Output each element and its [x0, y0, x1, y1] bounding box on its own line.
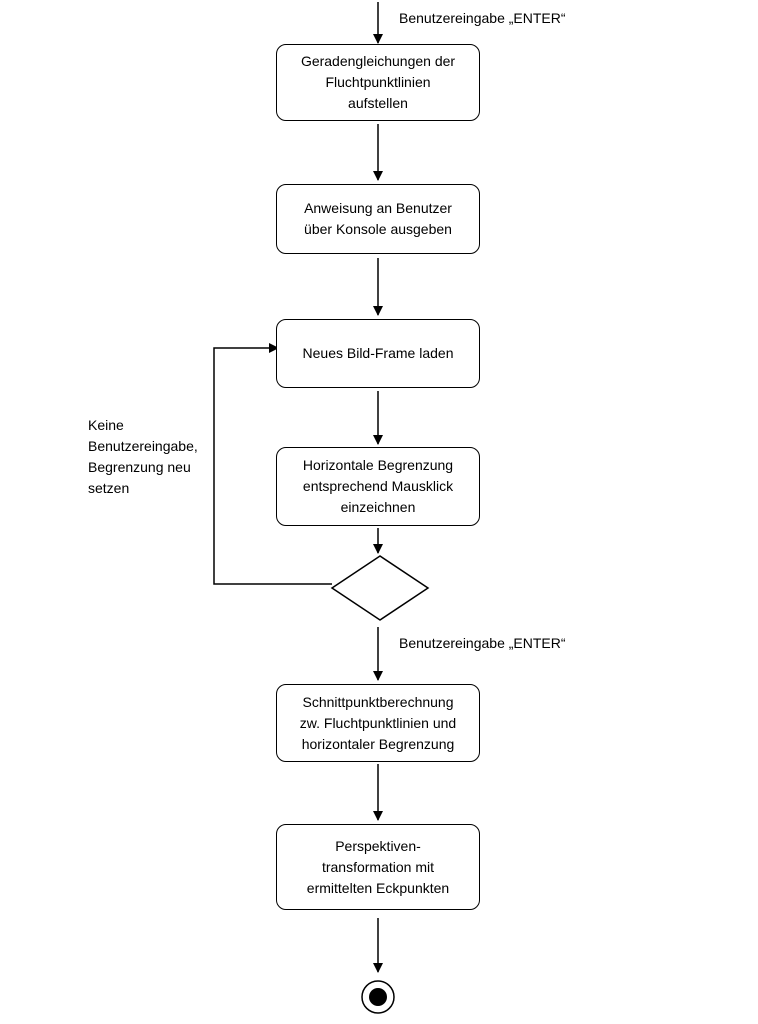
node-konsole: Anweisung an Benutzer über Konsole ausge… [276, 184, 480, 254]
label-loop-condition: Keine Benutzereingabe, Begrenzung neu se… [88, 417, 198, 496]
node-perspektiven: Perspektiven- transformation mit ermitte… [276, 824, 480, 910]
decision-diamond [330, 555, 430, 621]
end-node-inner [369, 988, 387, 1006]
node-begrenzung: Horizontale Begrenzung entsprechend Maus… [276, 447, 480, 526]
node-bild-frame: Neues Bild-Frame laden [276, 319, 480, 388]
loop-back-arrow [213, 343, 332, 585]
node-fluchtpunktlinien: Geradengleichungen der Fluchtpunktlinien… [276, 44, 480, 121]
label-enter-mid: Benutzereingabe „ENTER“ [399, 635, 566, 651]
label-enter-top: Benutzereingabe „ENTER“ [399, 10, 566, 26]
node-schnittpunkt: Schnittpunktberechnung zw. Fluchtpunktli… [276, 684, 480, 762]
